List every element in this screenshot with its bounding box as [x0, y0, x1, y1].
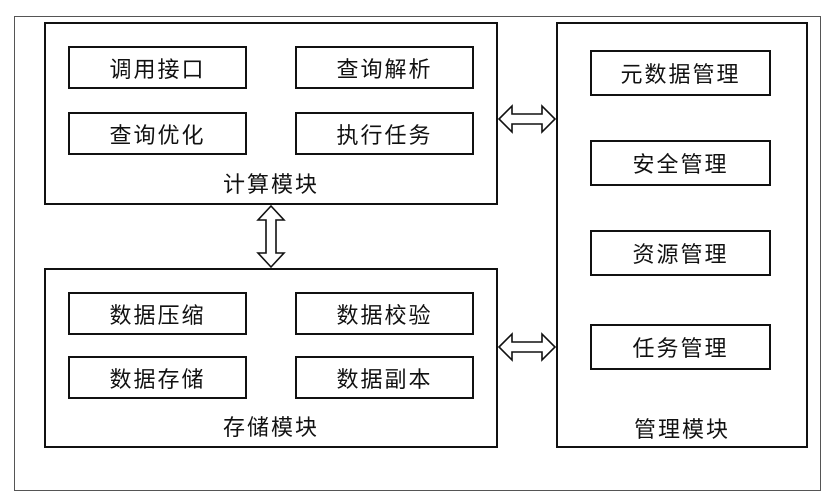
storage-item-data-storage: 数据存储 — [68, 356, 247, 399]
compute-item-query-optimize: 查询优化 — [68, 112, 247, 155]
storage-item-data-compression: 数据压缩 — [68, 292, 247, 335]
management-item-task: 任务管理 — [590, 324, 771, 370]
management-item-resource: 资源管理 — [590, 230, 771, 276]
outer-frame — [14, 16, 821, 491]
compute-item-execute-task: 执行任务 — [295, 112, 474, 155]
double-arrow-horizontal-icon — [497, 332, 557, 362]
storage-module-label: 存储模块 — [222, 416, 319, 441]
storage-item-data-verification: 数据校验 — [295, 292, 474, 335]
management-module-label: 管理模块 — [633, 418, 730, 443]
compute-item-query-parse: 查询解析 — [295, 46, 474, 89]
compute-item-call-interface: 调用接口 — [68, 46, 247, 89]
double-arrow-vertical-icon — [256, 204, 286, 269]
management-item-security: 安全管理 — [590, 140, 771, 186]
compute-module-label: 计算模块 — [222, 173, 319, 198]
management-item-metadata: 元数据管理 — [590, 50, 771, 96]
double-arrow-horizontal-icon — [497, 104, 557, 134]
storage-item-data-replica: 数据副本 — [295, 356, 474, 399]
